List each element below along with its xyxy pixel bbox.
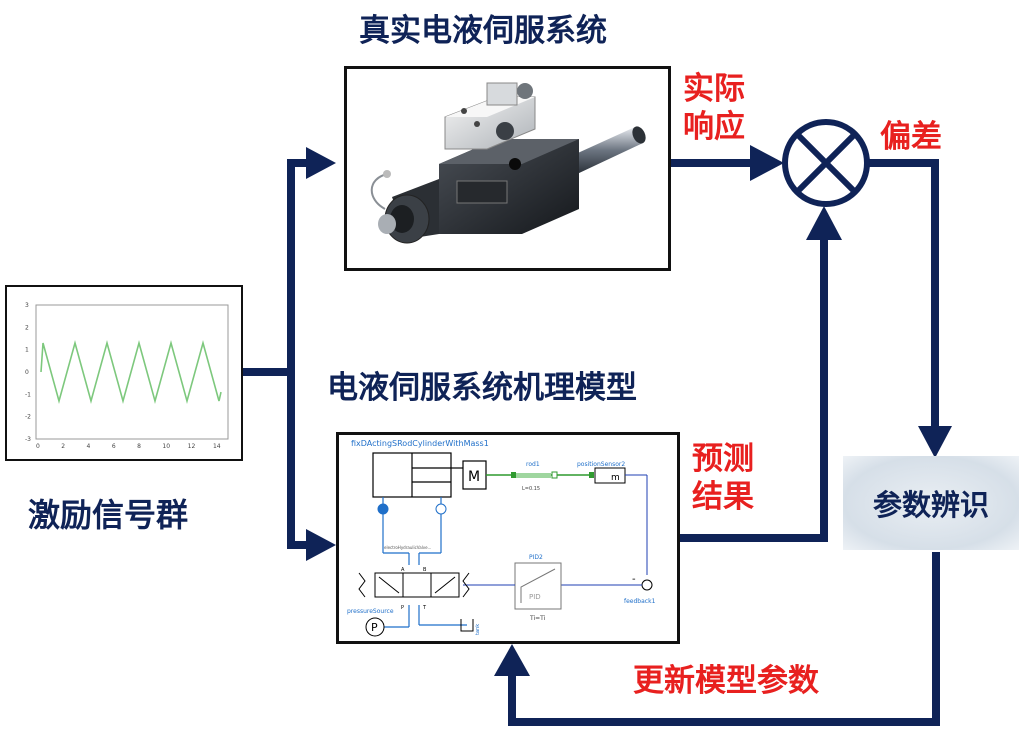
x-tick-label: 2 bbox=[61, 443, 65, 450]
y-tick-label: 3 bbox=[25, 302, 29, 309]
arrowhead-model-bottom bbox=[494, 644, 530, 676]
modelica-diagram: fixDActingSRodCylinderWithMass1 M rod1 L… bbox=[347, 439, 656, 637]
prediction-label: 预测结果 bbox=[692, 441, 754, 515]
tank-label: tank bbox=[475, 624, 481, 635]
mass-symbol: M bbox=[468, 469, 480, 485]
valve-component bbox=[358, 572, 470, 598]
x-tick-label: 14 bbox=[213, 443, 221, 450]
summing-junction bbox=[782, 119, 870, 207]
connector-to-model bbox=[287, 372, 308, 549]
feedback-sign: - bbox=[632, 574, 636, 585]
hydraulic-actuator-image bbox=[370, 82, 646, 244]
actual-response-label: 实际响应 bbox=[683, 71, 745, 145]
real-system-title: 真实电液伺服系统 bbox=[359, 13, 607, 49]
y-tick-label: -1 bbox=[25, 391, 31, 398]
arrowhead-identification bbox=[918, 426, 952, 458]
update-params-label: 更新模型参数 bbox=[633, 663, 819, 699]
x-tick-label: 6 bbox=[112, 443, 116, 450]
x-tick-label: 8 bbox=[137, 443, 141, 450]
rod-label: rod1 bbox=[526, 461, 540, 468]
x-tick-label: 0 bbox=[36, 443, 40, 450]
tank-component bbox=[460, 619, 474, 632]
port-t: T bbox=[422, 605, 427, 611]
port-b: B bbox=[423, 567, 427, 573]
y-tick-label: 0 bbox=[25, 369, 29, 376]
rod-param: L=0.15 bbox=[522, 486, 540, 492]
source-symbol: P bbox=[371, 621, 378, 634]
y-tick-label: -2 bbox=[25, 414, 31, 421]
model-header: fixDActingSRodCylinderWithMass1 bbox=[351, 439, 489, 448]
arrowhead-sum-left bbox=[750, 145, 784, 181]
connector-to-real-system bbox=[287, 159, 308, 372]
y-tick-label: 2 bbox=[25, 324, 29, 331]
plot-frame bbox=[35, 304, 229, 440]
real-system-photo-box bbox=[344, 66, 671, 271]
cylinder-component bbox=[372, 452, 487, 498]
deviation-label: 偏差 bbox=[880, 119, 942, 155]
mech-model-title: 电液伺服系统机理模型 bbox=[327, 370, 637, 406]
arrowhead-real-system bbox=[306, 147, 336, 179]
connector-deviation-to-id bbox=[866, 159, 939, 432]
pid-param: Ti=Ti bbox=[529, 615, 546, 622]
sensor-symbol: m bbox=[611, 473, 620, 483]
triangle-wave bbox=[40, 339, 222, 405]
feedback-label: feedback1 bbox=[624, 598, 656, 605]
connector-prediction-to-sum bbox=[680, 235, 828, 542]
x-tick-label: 4 bbox=[87, 443, 91, 450]
model-diagram-box: fixDActingSRodCylinderWithMass1 M rod1 L… bbox=[336, 432, 680, 644]
x-tick-label: 12 bbox=[188, 443, 196, 450]
identification-box: 参数辨识 bbox=[843, 456, 1019, 550]
pressure-source bbox=[365, 617, 385, 637]
x-tick-label: 10 bbox=[162, 443, 170, 450]
arrowhead-sum-bottom bbox=[806, 206, 842, 240]
sensor-label: positionSensor2 bbox=[577, 461, 625, 468]
port-a: A bbox=[401, 567, 405, 573]
y-tick-label: 1 bbox=[25, 347, 29, 354]
excitation-title: 激励信号群 bbox=[28, 496, 189, 534]
arrowhead-model bbox=[306, 529, 336, 561]
valve-label: electroHydraulicValve... bbox=[384, 545, 431, 550]
port-p: P bbox=[401, 605, 404, 611]
y-tick-label: -3 bbox=[25, 436, 31, 443]
pid-text: PID bbox=[529, 593, 541, 601]
source-label: pressureSource bbox=[347, 608, 394, 615]
rod-component bbox=[515, 473, 551, 478]
connector-feedback-update bbox=[508, 552, 940, 726]
pid-label: PID2 bbox=[529, 554, 543, 561]
